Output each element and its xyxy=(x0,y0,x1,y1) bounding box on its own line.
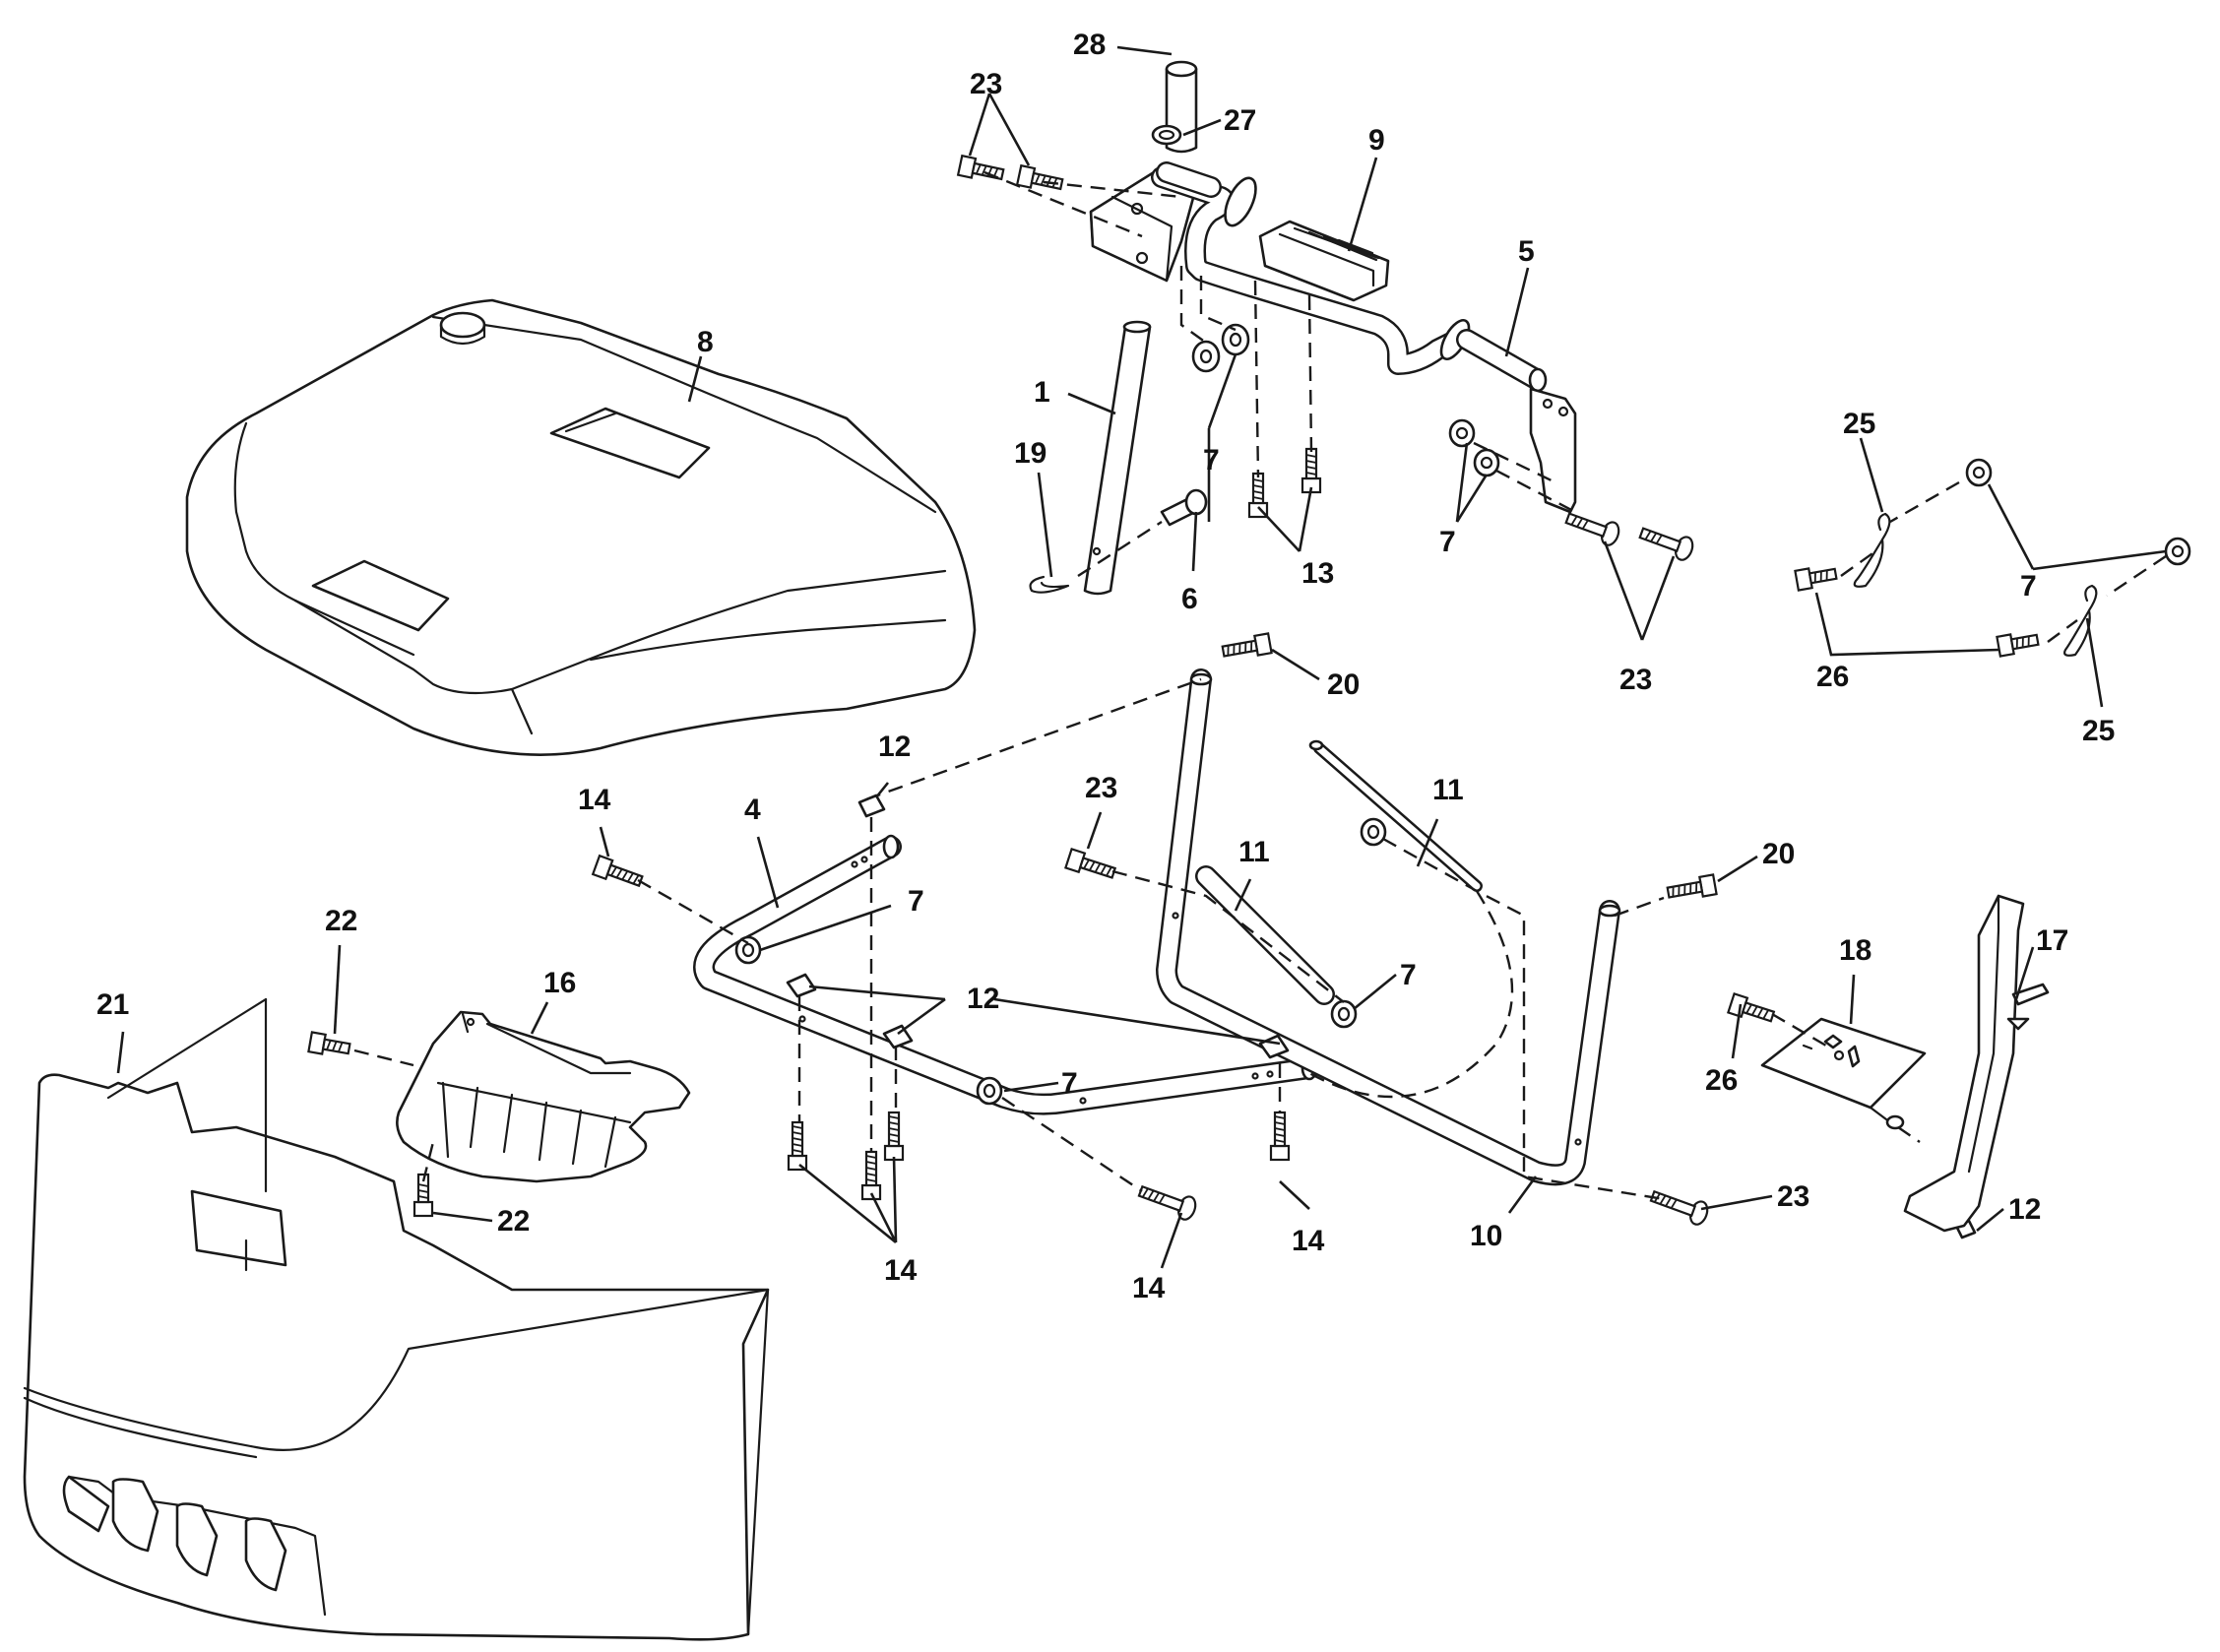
callout-labels: 28 27 23 9 5 8 1 19 7 6 13 7 23 25 7 26 … xyxy=(96,29,2115,1304)
callout-12-right: 12 xyxy=(2008,1193,2041,1226)
square-nut-part xyxy=(786,794,1977,1239)
dash-panel-part xyxy=(23,997,770,1641)
callout-23-right: 23 xyxy=(1619,664,1652,696)
callout-20-top: 20 xyxy=(1327,668,1360,701)
mounting-plate-part xyxy=(1760,1017,1927,1130)
callout-11-left: 11 xyxy=(1238,836,1270,868)
leader-lines xyxy=(116,45,2167,1269)
pedal-arm-part xyxy=(1529,387,1577,514)
callout-8: 8 xyxy=(697,326,714,358)
callout-6: 6 xyxy=(1181,583,1198,615)
callout-7-mid: 7 xyxy=(1439,526,1456,558)
callout-5: 5 xyxy=(1518,235,1535,268)
callout-10: 10 xyxy=(1470,1220,1502,1252)
callout-26-top: 26 xyxy=(1816,661,1849,693)
callout-27: 27 xyxy=(1224,104,1256,137)
rear-tube-frame-part xyxy=(1156,668,1621,1186)
callout-23-bottom: 23 xyxy=(1777,1180,1809,1213)
tube-part xyxy=(1083,320,1152,596)
assembly-lines xyxy=(353,170,2167,1201)
callout-7-center: 7 xyxy=(1400,959,1417,991)
link-rod-part xyxy=(1195,739,1483,1005)
callout-18: 18 xyxy=(1839,934,1871,967)
callout-14-bottom: 14 xyxy=(884,1254,918,1287)
callout-25-bottom: 25 xyxy=(2082,715,2115,747)
callout-22-top: 22 xyxy=(325,905,357,937)
pedal-pad-part xyxy=(1258,220,1390,302)
clevis-pin-part xyxy=(1160,488,1208,527)
callout-4: 4 xyxy=(744,794,761,826)
callout-1: 1 xyxy=(1034,376,1050,409)
callout-14-right: 14 xyxy=(1292,1225,1325,1257)
callout-7-right: 7 xyxy=(2020,570,2037,603)
hairpin-clip-part xyxy=(1853,512,2098,657)
lock-nut-part xyxy=(734,817,1387,1106)
front-tube-frame-part xyxy=(693,834,1320,1115)
callout-12-mid: 12 xyxy=(967,983,999,1015)
callout-7-bottom: 7 xyxy=(1061,1067,1078,1100)
callout-11-right: 11 xyxy=(1432,774,1464,806)
brake-bracket-part xyxy=(1903,894,2050,1233)
callout-12-top: 12 xyxy=(878,731,911,763)
heat-shield-part xyxy=(396,1010,691,1183)
washer-part xyxy=(1151,124,1182,146)
hood-part xyxy=(185,298,977,756)
hairpin-part xyxy=(1029,575,1070,594)
callout-16: 16 xyxy=(543,967,576,999)
callout-17: 17 xyxy=(2036,924,2068,957)
bolt-part xyxy=(307,154,2040,1226)
callout-20-right: 20 xyxy=(1762,838,1795,870)
callout-13: 13 xyxy=(1301,557,1334,590)
callout-7-left: 7 xyxy=(908,885,924,918)
callout-23-mid: 23 xyxy=(1085,772,1117,804)
callout-19: 19 xyxy=(1014,437,1047,470)
pivot-shaft-part xyxy=(1151,161,1548,393)
callout-23-top: 23 xyxy=(970,68,1002,100)
callout-25-top: 25 xyxy=(1843,408,1875,440)
flange-nut-part xyxy=(1191,323,2191,566)
callout-14-left: 14 xyxy=(578,784,611,816)
callout-9: 9 xyxy=(1368,124,1385,157)
callout-7-upper: 7 xyxy=(1203,444,1220,477)
callout-14-center: 14 xyxy=(1132,1272,1166,1304)
callout-26-bottom: 26 xyxy=(1705,1064,1738,1097)
callout-28: 28 xyxy=(1073,29,1106,61)
callout-21: 21 xyxy=(96,988,129,1021)
callout-22-bottom: 22 xyxy=(497,1205,530,1238)
